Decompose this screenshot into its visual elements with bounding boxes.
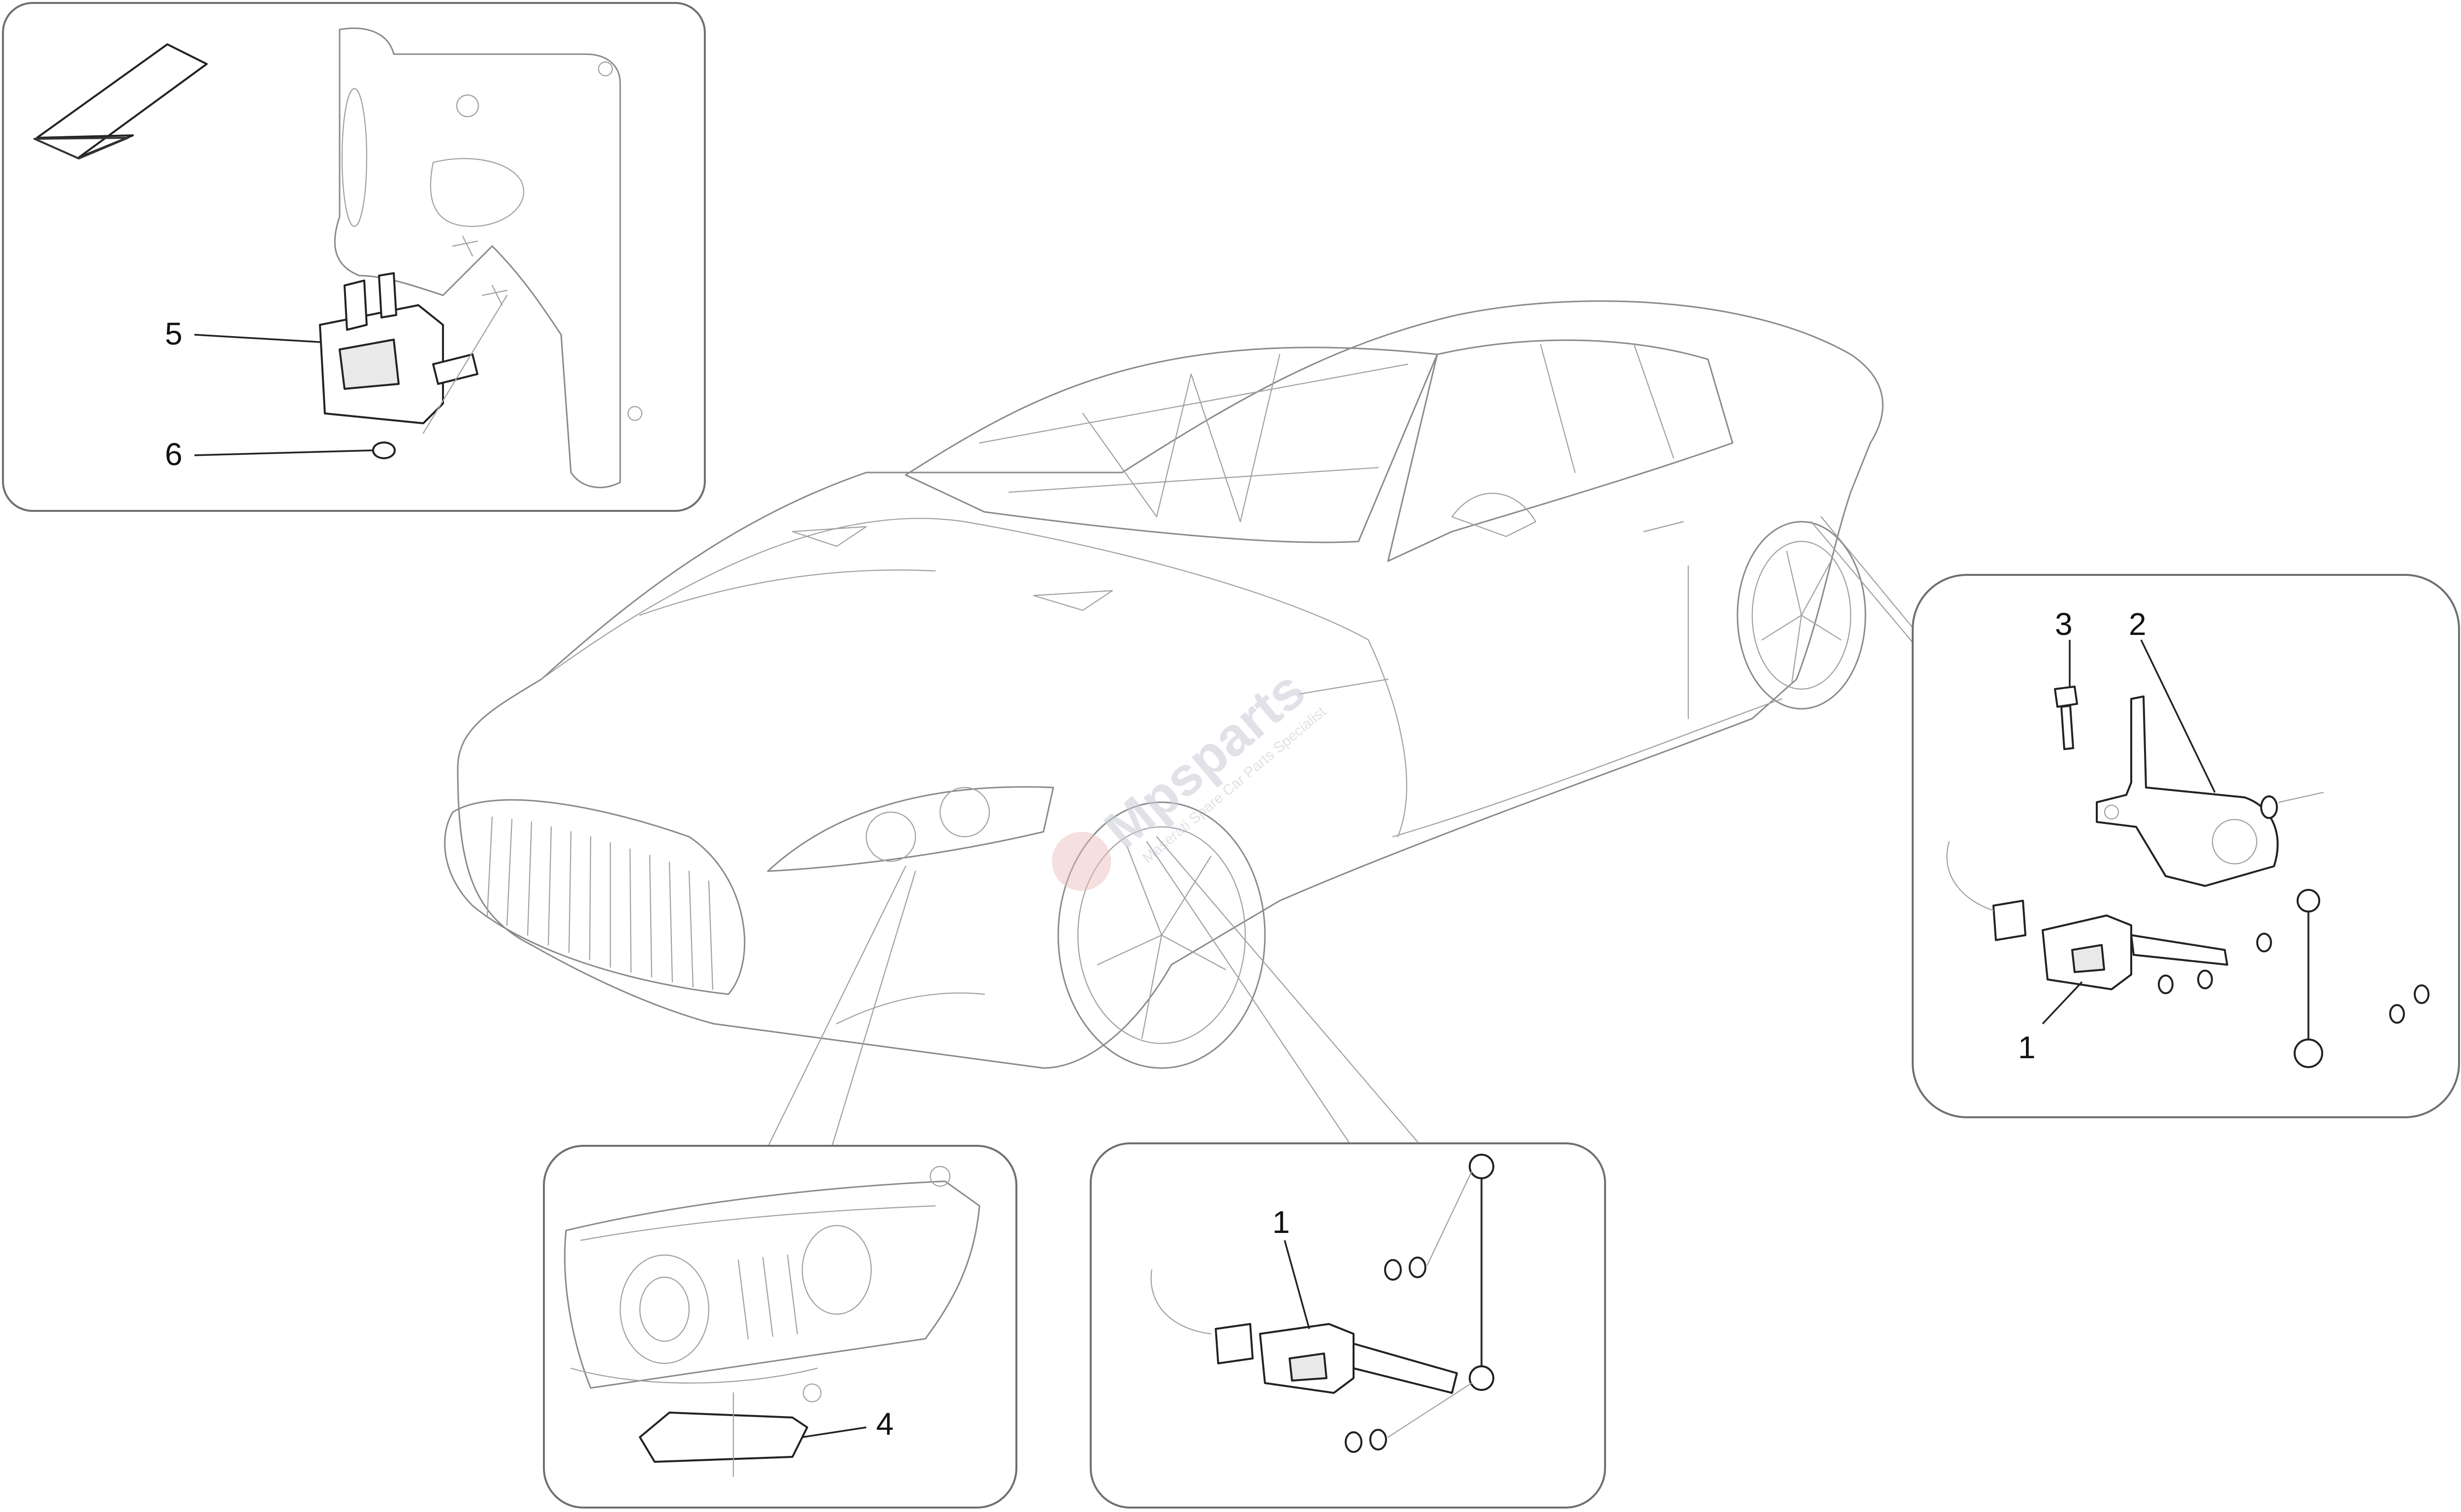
watermark-logo-icon [1052,832,1111,891]
sensor-nut [372,441,396,459]
height-sensor-module [319,272,478,424]
callout-4: 4 [876,1406,894,1442]
detail-box-rear-height-sensor: 3 2 1 [1912,574,2460,1118]
detail-box-front-height-sensor: 1 [1090,1142,1606,1509]
bolt [2054,686,2078,750]
callout-6: 6 [165,437,183,472]
front-direction-arrow-icon [33,43,208,159]
detail-box-front-sensor-mount: 5 6 [2,2,706,512]
callout-1-right: 1 [2018,1030,2036,1065]
detail-box-headlight-control-unit: 4 [543,1145,1017,1509]
headlight-control-unit [639,1392,808,1478]
callout-3: 3 [2055,606,2073,642]
callout-2: 2 [2129,606,2146,642]
headlight-assembly [564,1166,980,1403]
watermark: Mpsparts Maserati Spare Car Parts Specia… [1052,659,1329,891]
watermark-brand: Mpsparts [1093,659,1317,860]
front-height-sensor [1215,1323,1458,1394]
car-illustration [444,300,1884,1069]
callout-1-bottom: 1 [1272,1204,1290,1240]
callout-5: 5 [165,316,183,351]
height-sensor [1992,900,2228,990]
sensor-bracket [2096,695,2279,887]
